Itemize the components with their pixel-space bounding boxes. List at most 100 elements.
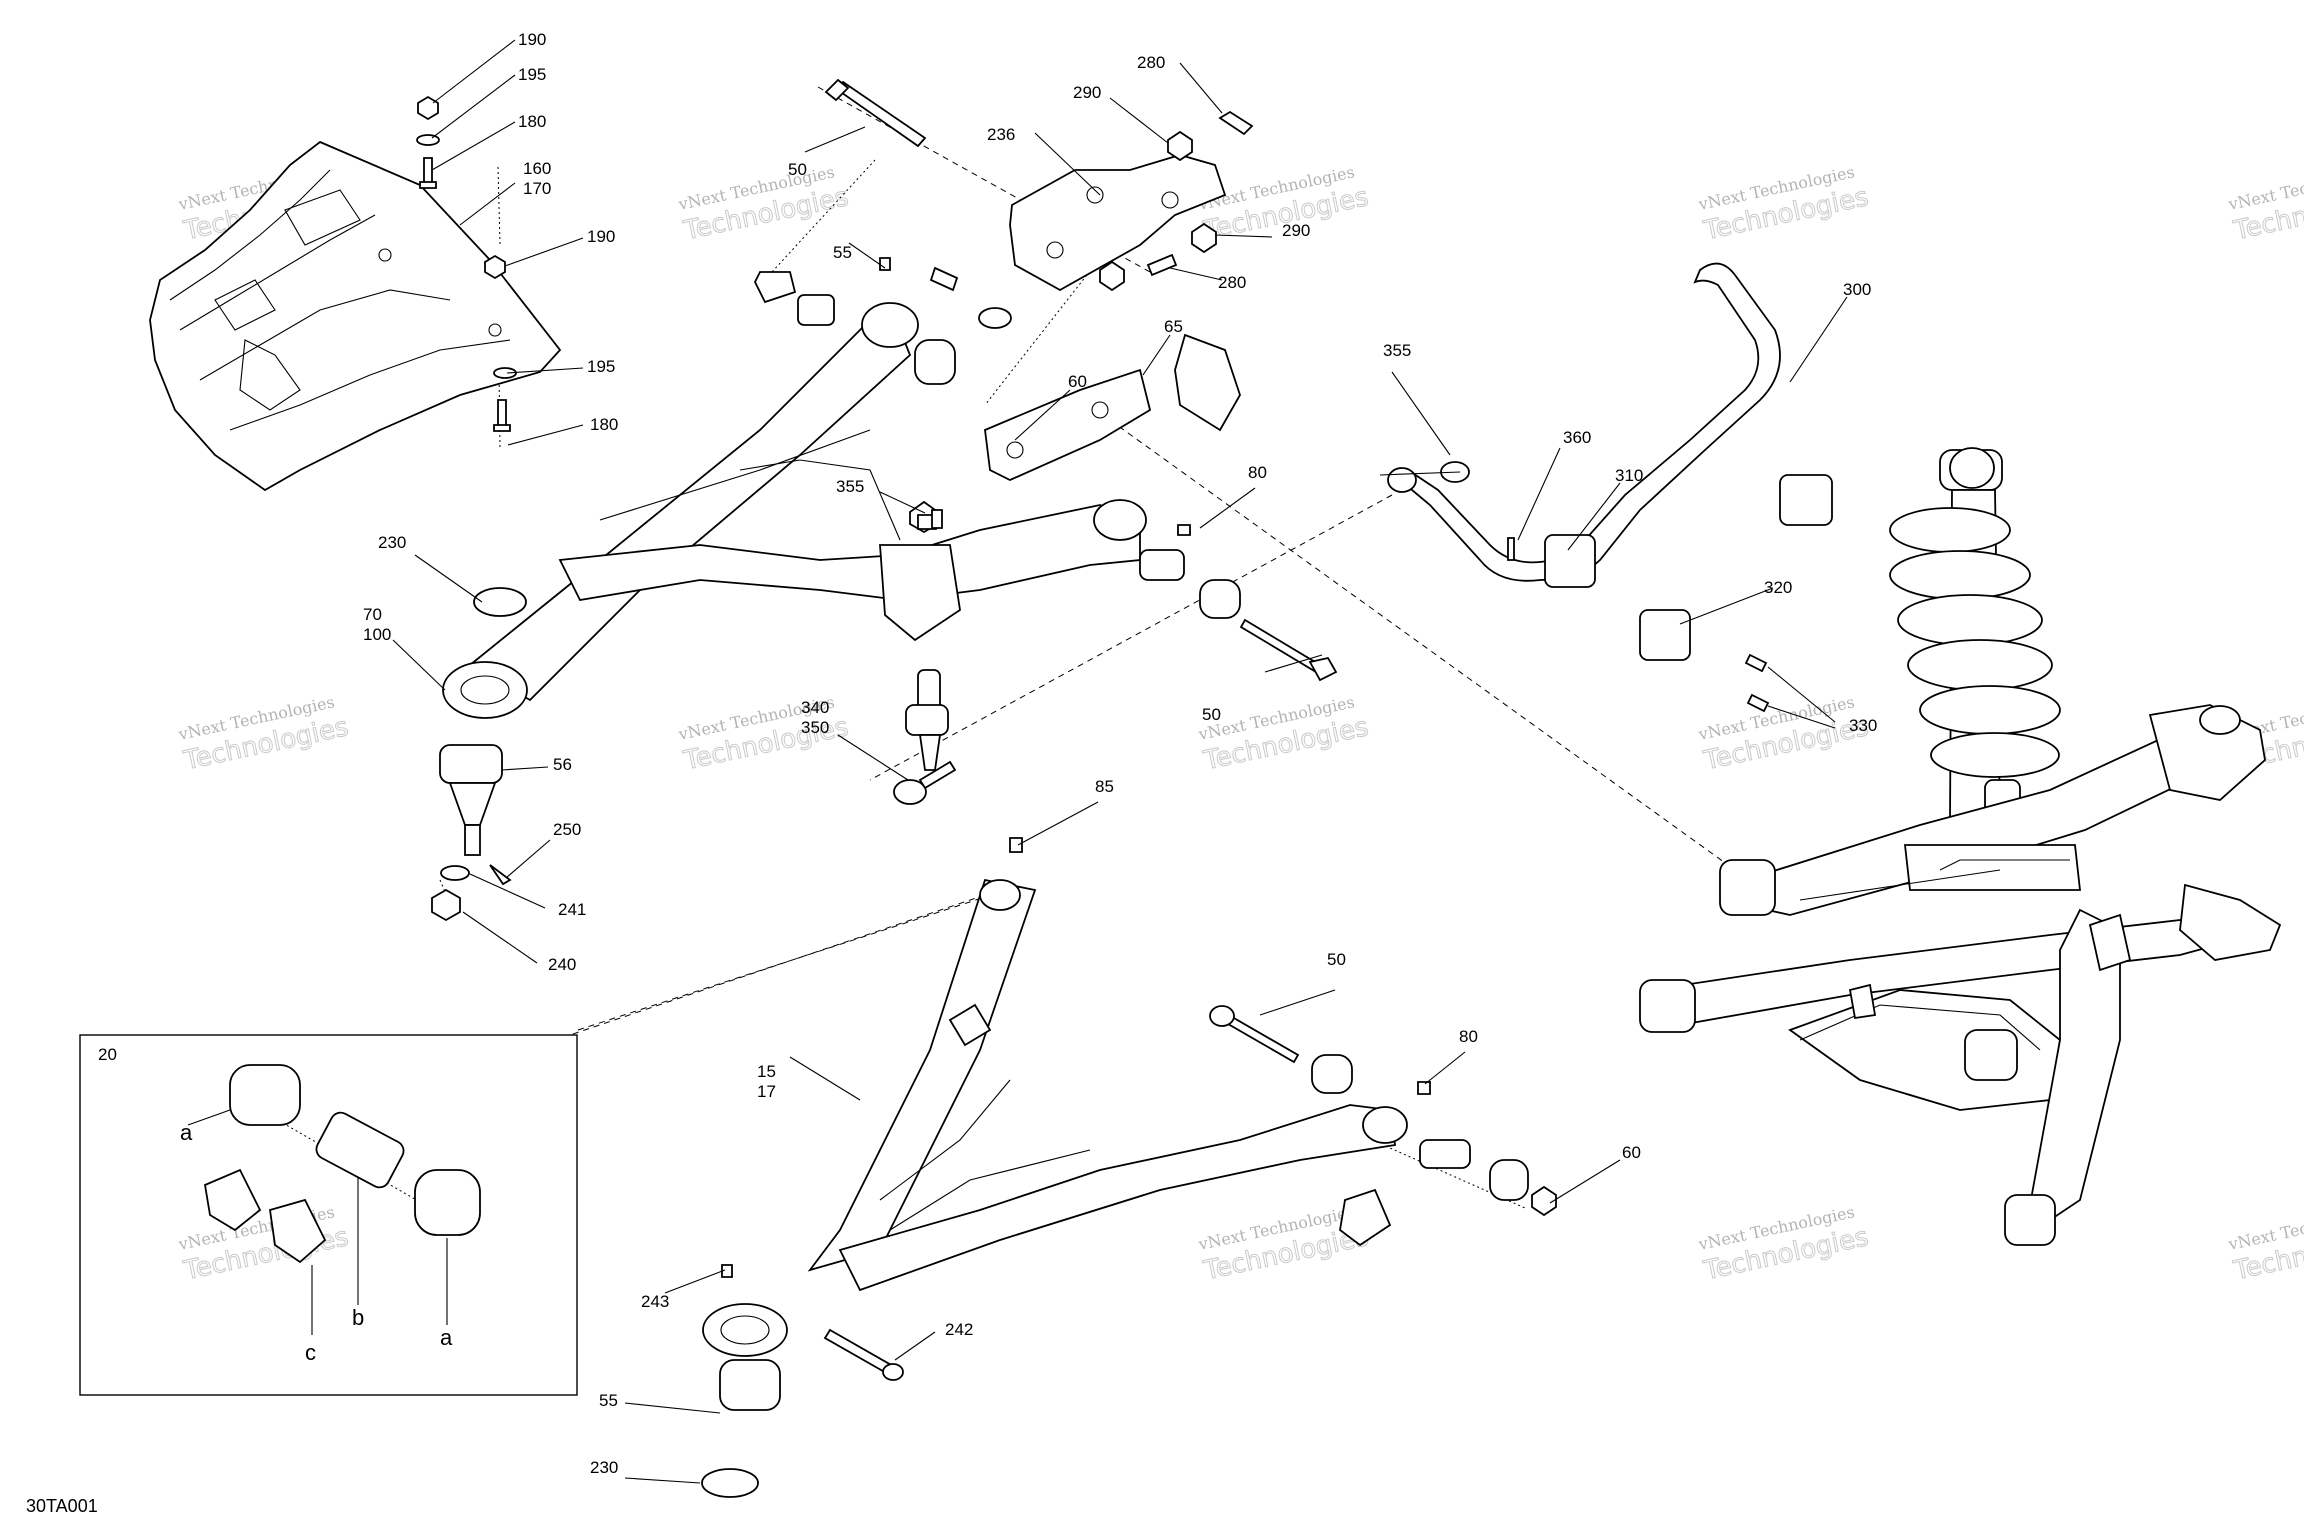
callout-number: 350: [801, 718, 829, 737]
callout-number: 290: [1073, 83, 1101, 102]
retaining-ring-icon: [473, 587, 527, 617]
grease-fitting-icon: [1009, 837, 1023, 853]
grease-fitting-icon: [721, 1264, 733, 1278]
figure-id-label: 30TA001: [26, 1496, 98, 1516]
callout-number: 100: [363, 625, 391, 644]
washer-icon: [440, 865, 470, 881]
sway-bar-bushing-clamp: [1639, 609, 1691, 661]
flange-nut-icon: [484, 254, 506, 280]
upper-arm-hardware: [473, 78, 1338, 682]
shock-absorber: [1889, 447, 2061, 851]
callout-number: 240: [548, 955, 576, 974]
callout-number: 280: [1137, 53, 1165, 72]
bolt-head-icon: [1209, 1005, 1235, 1027]
washer-icon: [416, 134, 440, 146]
callout-number: 290: [1282, 221, 1310, 240]
bolt-icon: [1146, 253, 1178, 277]
sleeve-icon: [1139, 549, 1185, 581]
callout-number: 310: [1615, 466, 1643, 485]
inset-letter-b: b: [352, 1305, 364, 1330]
shim-icon: [203, 1168, 262, 1232]
sway-bar-bushing-clamp: [1779, 474, 1833, 526]
callout-number: 170: [523, 179, 551, 198]
bolt-icon: [419, 157, 437, 189]
bolt-icon: [1744, 653, 1768, 673]
callout-number: 80: [1459, 1027, 1478, 1046]
splash-guard: [149, 140, 562, 492]
inset-letter-c: c: [305, 1340, 316, 1365]
bushing-icon: [1489, 1159, 1529, 1201]
ball-joint-eye: [702, 1303, 788, 1357]
plate-65: [984, 333, 1241, 481]
bolt-head-icon: [882, 1363, 904, 1381]
bushing-icon: [414, 1169, 481, 1236]
callout-number: 243: [641, 1292, 669, 1311]
bolt-icon: [833, 80, 927, 148]
callout-number: 330: [1849, 716, 1877, 735]
callout-number: 180: [518, 112, 546, 131]
ball-joint-eye: [442, 661, 528, 719]
sway-bar-bushing-clamp: [1544, 534, 1596, 588]
flange-nut-icon: [1099, 260, 1125, 292]
shim-icon: [1339, 1188, 1392, 1247]
callout-number: 320: [1764, 578, 1792, 597]
callout-number: 195: [587, 357, 615, 376]
callout-number: 355: [836, 477, 864, 496]
callout-number: 60: [1622, 1143, 1641, 1162]
inset-letter-a: a: [440, 1325, 453, 1350]
bolt-icon: [1218, 110, 1254, 136]
bolt-head-icon: [824, 78, 850, 102]
callout-number: 241: [558, 900, 586, 919]
callout-number: 300: [1843, 280, 1871, 299]
flange-nut-icon: [1191, 222, 1217, 254]
sleeve-icon: [1419, 1139, 1471, 1169]
callout-number: 242: [945, 1320, 973, 1339]
guard-hardware: [416, 95, 517, 432]
inset-box-label: 20: [98, 1045, 117, 1064]
assembly-lines: [273, 86, 1736, 1211]
callout-number: 230: [378, 533, 406, 552]
bushing-icon: [753, 271, 797, 304]
flange-nut-icon: [1167, 130, 1193, 162]
callout-number: 236: [987, 125, 1015, 144]
callout-number: 280: [1218, 273, 1246, 292]
bracket-236: [1009, 110, 1254, 292]
callout-number: 230: [590, 1458, 618, 1477]
callout-number: 340: [801, 698, 829, 717]
callout-number: 50: [1202, 705, 1221, 724]
callout-number: 55: [833, 243, 852, 262]
callout-number: 85: [1095, 777, 1114, 796]
callout-number: 60: [1068, 372, 1087, 391]
sway-bar: [1387, 262, 1833, 713]
lower-arm-hardware: [721, 837, 1557, 1381]
bolt-icon: [493, 399, 511, 432]
castle-nut-icon: [431, 888, 461, 922]
retaining-ring-icon: [701, 1468, 759, 1498]
bolt-head-icon: [1308, 656, 1338, 682]
callout-number: 17: [757, 1082, 776, 1101]
leader-lines: [392, 39, 1848, 1484]
washer-icon: [978, 307, 1012, 329]
ball-joint-upper: [431, 744, 512, 922]
sleeve-icon: [797, 294, 835, 326]
callout-number: 190: [518, 30, 546, 49]
ball-joint-lower: [701, 1359, 781, 1498]
callout-number: 195: [518, 65, 546, 84]
grease-fitting-icon: [1417, 1081, 1431, 1095]
bushing-icon: [1311, 1054, 1353, 1094]
bushing-detail-inset: 20 a b c a: [79, 1034, 578, 1396]
bushing-icon: [229, 1064, 301, 1126]
callout-number: 355: [1383, 341, 1411, 360]
inset-link-line: [577, 896, 986, 1031]
inset-letter-a: a: [180, 1120, 193, 1145]
bolt-icon: [1746, 693, 1770, 713]
